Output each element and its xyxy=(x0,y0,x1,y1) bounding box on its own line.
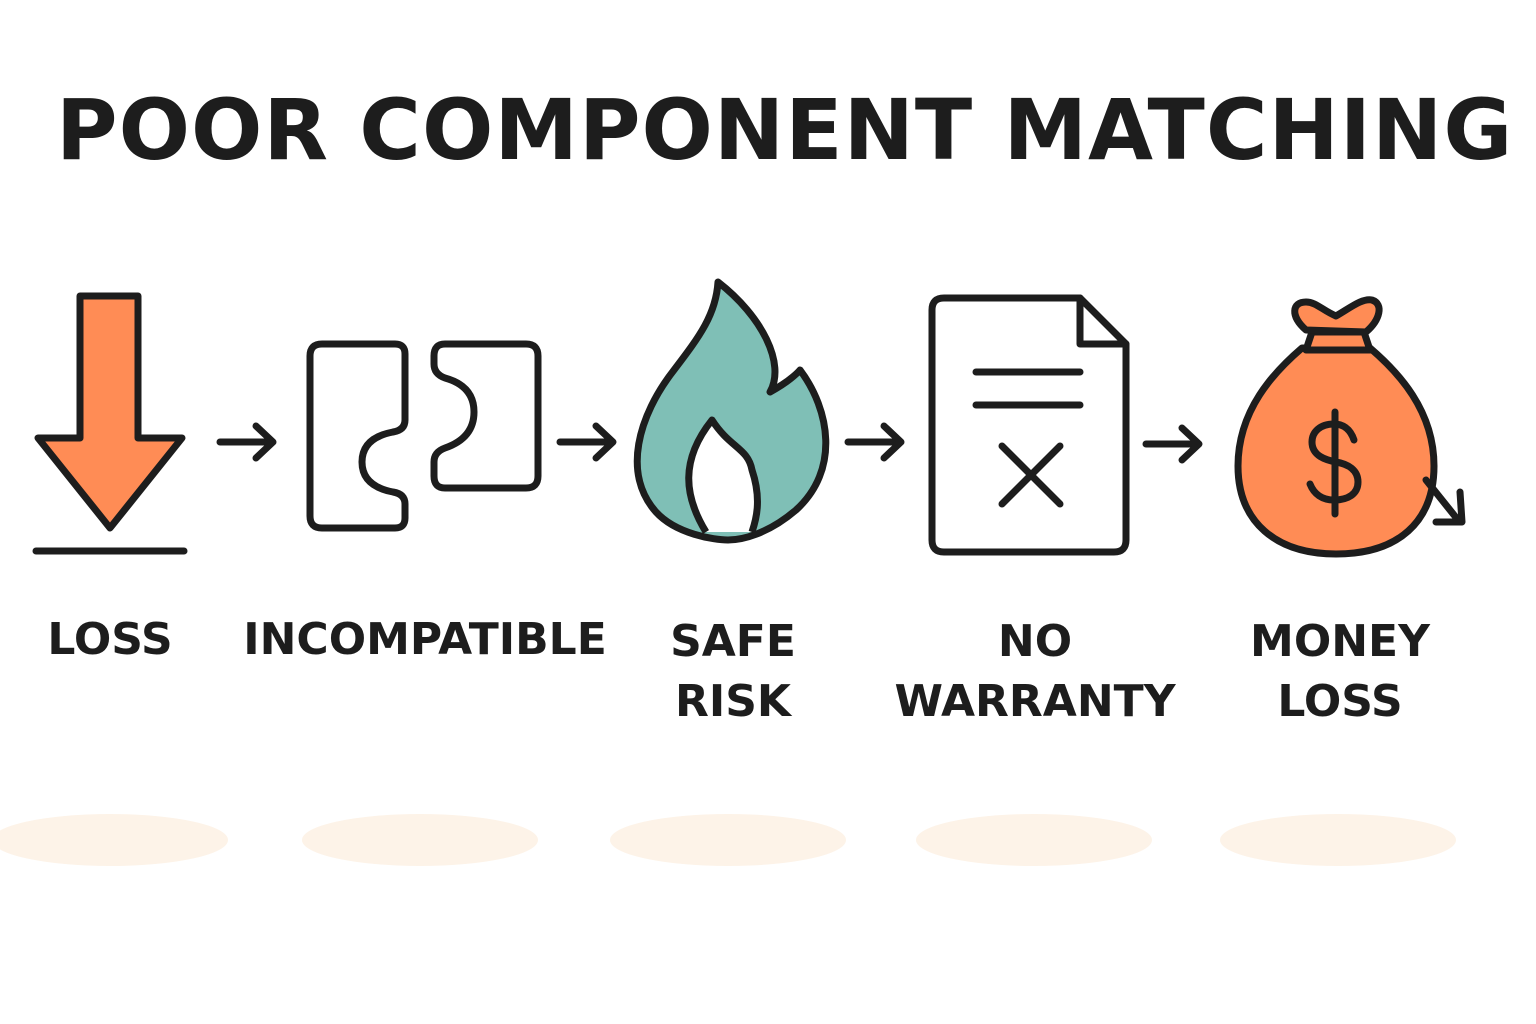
step-label-safe-risk: SAFE RISK xyxy=(633,612,833,732)
label-line: WARRANTY xyxy=(894,676,1176,727)
label-line: INCOMPATIBLE xyxy=(243,614,607,665)
arrow-right-icon xyxy=(1142,424,1203,464)
floor-shadows xyxy=(0,814,1456,866)
floor-shadow xyxy=(610,814,846,866)
label-line: RISK xyxy=(674,676,792,727)
arrow-right-icon xyxy=(216,422,277,462)
arrow-right-icon xyxy=(556,422,617,462)
label-line: NO xyxy=(997,616,1073,667)
label-line: LOSS xyxy=(1277,676,1403,727)
floor-shadow xyxy=(0,814,228,866)
flame-icon xyxy=(633,278,830,544)
page-title: POOR COMPONENT MATCHING xyxy=(56,81,1514,179)
document-x-icon xyxy=(928,294,1130,556)
floor-shadow xyxy=(916,814,1152,866)
label-line: LOSS xyxy=(47,614,173,665)
label-line: SAFE xyxy=(670,616,796,667)
step-label-no-warranty: NO WARRANTY xyxy=(880,612,1190,732)
money-bag-icon xyxy=(1234,296,1466,558)
floor-shadow xyxy=(1220,814,1456,866)
step-label-money-loss: MONEY LOSS xyxy=(1220,612,1460,732)
floor-shadow xyxy=(302,814,538,866)
step-label-incompatible: INCOMPATIBLE xyxy=(225,610,625,670)
arrow-right-icon xyxy=(844,422,905,462)
download-arrow-icon xyxy=(32,292,188,555)
puzzle-pieces-icon xyxy=(306,340,542,532)
label-line: MONEY xyxy=(1250,616,1430,667)
step-label-loss: LOSS xyxy=(10,610,210,670)
